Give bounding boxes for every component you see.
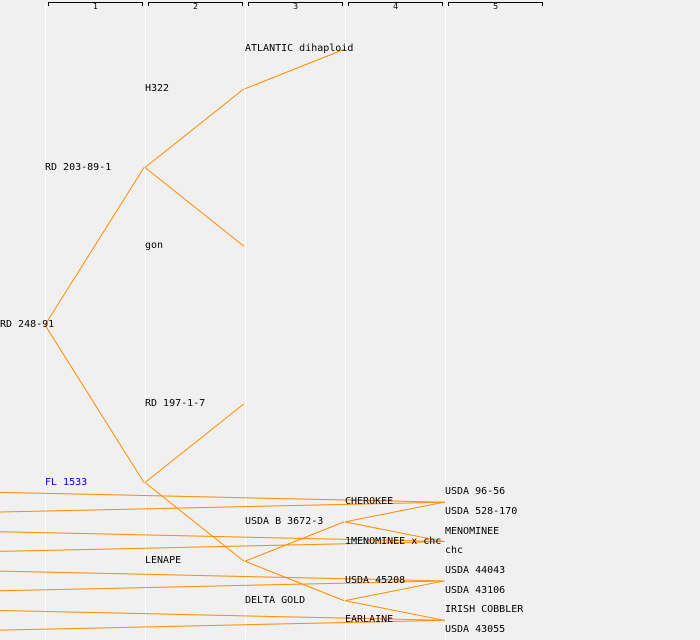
pedigree-node: RD 197-1-7 [145, 397, 206, 409]
pedigree-link [0, 491, 446, 503]
generation-header: 2 [148, 0, 243, 14]
pedigree-node: USDA 43106 [445, 584, 506, 596]
pedigree-node: USDA 96-56 [445, 486, 506, 498]
pedigree-link [344, 600, 445, 621]
pedigree-link [244, 521, 345, 562]
generation-column-line [345, 5, 346, 640]
generation-bracket [148, 2, 243, 6]
pedigree-link [244, 560, 345, 602]
generation-column-line [145, 5, 146, 640]
pedigree-link [0, 531, 446, 543]
pedigree-node: H322 [145, 82, 170, 94]
pedigree-node: LENAPE [145, 555, 182, 567]
pedigree-link [144, 482, 245, 562]
generation-bracket [448, 2, 543, 6]
generation-number: 3 [292, 2, 299, 11]
pedigree-link [144, 167, 245, 247]
pedigree-link [144, 403, 245, 483]
pedigree-node: USDA B 3672-3 [245, 515, 324, 527]
pedigree-node: CHEROKEE [345, 496, 394, 508]
pedigree-node: 1MENOMINEE x chc [345, 535, 442, 547]
pedigree-node: MENOMINEE [445, 525, 500, 537]
pedigree-node: RD 203-89-1 [45, 161, 112, 173]
pedigree-link [244, 48, 345, 90]
generation-number: 1 [92, 2, 99, 11]
pedigree-link [144, 88, 245, 168]
pedigree-node: USDA 43055 [445, 624, 506, 636]
pedigree-root-node: RD 248-91 [0, 319, 55, 330]
generation-column-line [45, 5, 46, 640]
generation-column-line [245, 5, 246, 640]
generation-bracket [48, 2, 143, 6]
generation-bracket [248, 2, 343, 6]
generation-header: 5 [448, 0, 543, 14]
generation-header: 3 [248, 0, 343, 14]
pedigree-link [344, 521, 445, 543]
pedigree-node: ATLANTIC dihaploid [245, 43, 354, 55]
pedigree-link [0, 580, 446, 592]
pedigree-node: gon [145, 240, 164, 252]
pedigree-link [44, 324, 145, 483]
pedigree-node: USDA 528-170 [445, 506, 518, 518]
generation-header: 1 [48, 0, 143, 14]
pedigree-link [0, 501, 446, 513]
generation-number: 2 [192, 2, 199, 11]
pedigree-link [0, 570, 446, 582]
pedigree-node: chc [445, 545, 464, 557]
generation-number: 5 [492, 2, 499, 11]
pedigree-node: DELTA GOLD [245, 594, 306, 606]
pedigree-node: FL 1533 [45, 476, 88, 488]
pedigree-node: EARLAINE [345, 614, 394, 626]
generation-column-line [445, 5, 446, 640]
pedigree-node: USDA 45208 [345, 574, 406, 586]
pedigree-link [344, 501, 445, 523]
generation-header: 4 [348, 0, 443, 14]
pedigree-link [0, 609, 446, 621]
generation-number: 4 [392, 2, 399, 11]
pedigree-node: IRISH COBBLER [445, 604, 524, 616]
pedigree-link [44, 167, 145, 326]
generation-bracket [348, 2, 443, 6]
pedigree-node: USDA 44043 [445, 565, 506, 577]
pedigree-link [0, 541, 446, 552]
pedigree-link [344, 580, 445, 602]
pedigree-link [0, 619, 446, 631]
